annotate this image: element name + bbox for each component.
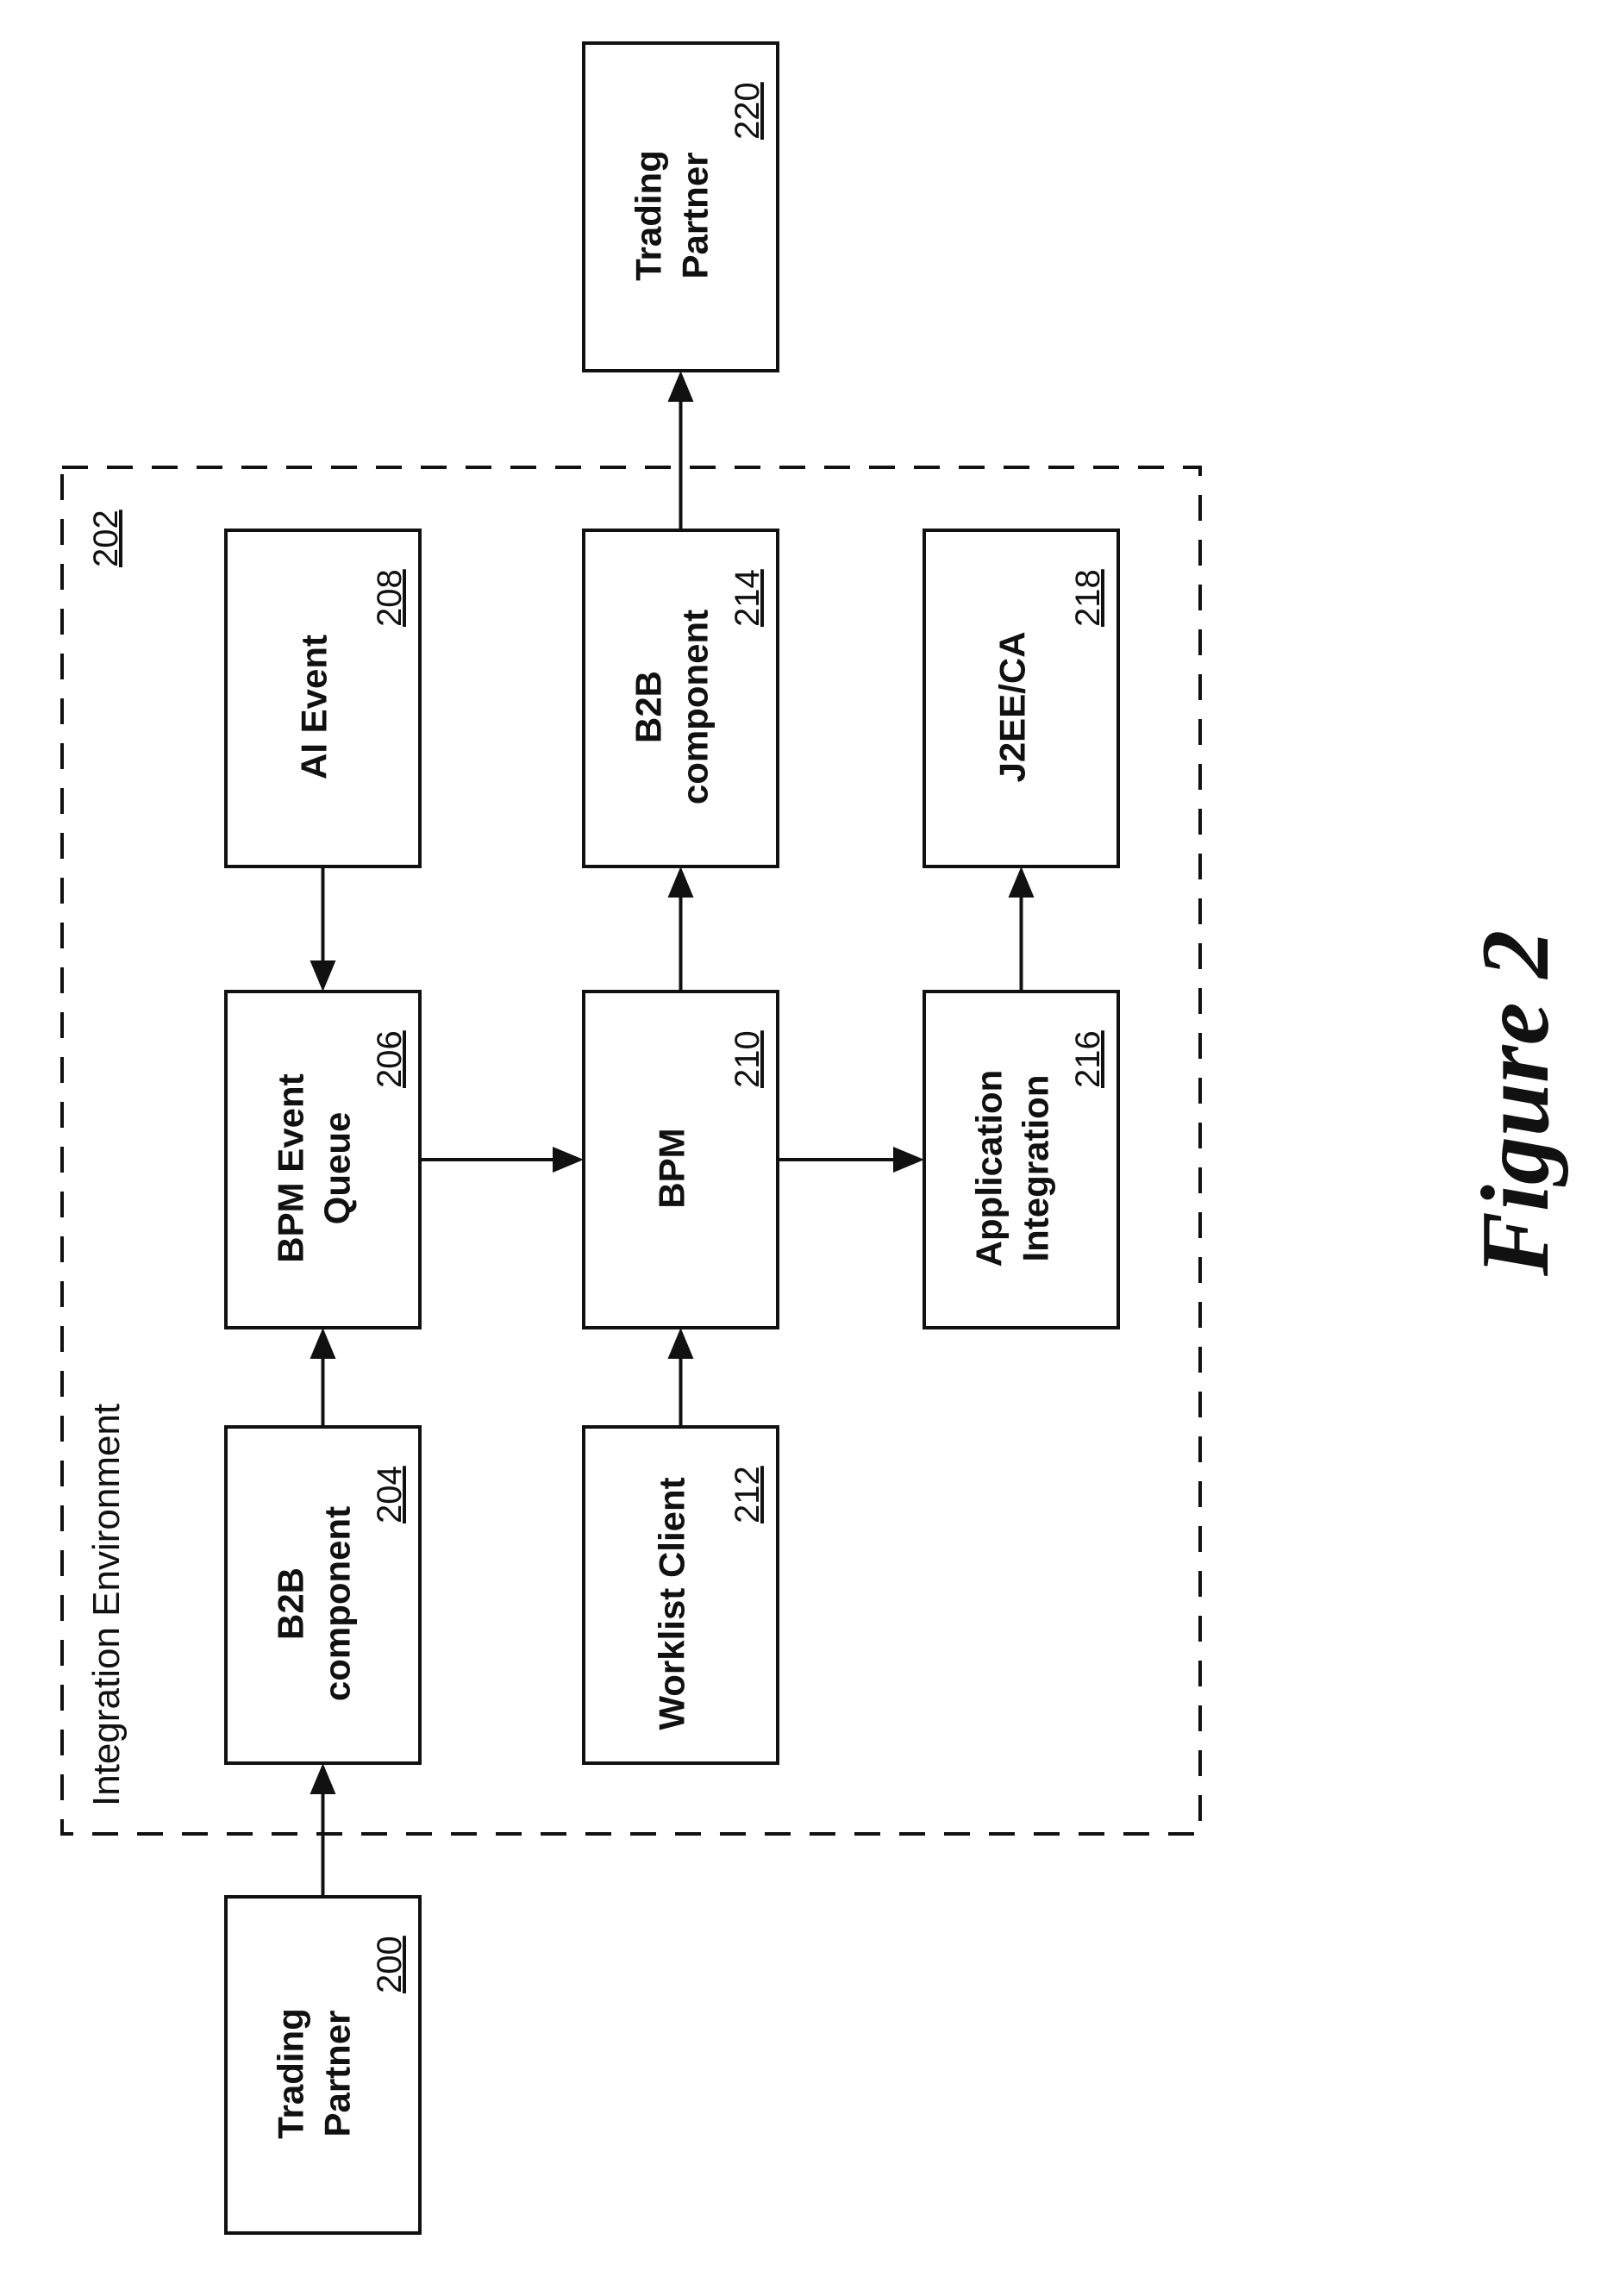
node-ai208: AI Event 208 [226,530,420,866]
arrowhead [1009,866,1035,898]
node-label-line: B2B [271,1567,311,1640]
node-ref-number: 216 [1069,1030,1107,1088]
node-ref-number: 210 [729,1030,766,1088]
node-tp200: TradingPartner 200 [226,1897,420,2233]
node-b2b204: B2Bcomponent 204 [226,1427,420,1763]
node-tp220: TradingPartner 220 [584,43,778,371]
node-label-line: Application [969,1070,1010,1267]
node-label-line: BPM [652,1128,692,1208]
arrowhead [893,1147,924,1173]
node-ref-number: 214 [729,569,766,627]
arrowhead [310,1763,336,1794]
node-bpmq206: BPM EventQueue 206 [226,992,420,1328]
node-ref-number: 204 [371,1466,409,1523]
arrowhead [553,1147,584,1173]
node-label-line: Integration [1016,1075,1056,1262]
node-label-line: component [317,1506,358,1701]
node-label-line: AI Event [294,635,335,779]
environment-ref-number: 202 [87,510,125,567]
arrowhead [310,960,336,992]
node-ref-number: 212 [729,1466,766,1523]
node-wl212: Worklist Client 212 [584,1427,778,1763]
node-ref-number: 208 [371,569,409,627]
node-label-line: B2B [629,671,669,743]
nodes-layer: TradingPartner200B2Bcomponent204BPM Even… [226,43,1118,2233]
node-label-line: J2EE/CA [992,631,1033,782]
figure-caption: Figure 2 [1462,930,1569,1277]
node-label-line: BPM Event [271,1073,311,1262]
integration-environment-label: Integration Environment [85,1404,128,1806]
node-bpm210: BPM 210 [584,992,778,1328]
node-j2ee218: J2EE/CA 218 [924,530,1118,866]
node-ref-number: 218 [1069,569,1107,627]
node-ref-number: 200 [371,1936,409,1993]
arrowhead [668,866,694,898]
node-label-line: Trading [629,150,669,281]
node-b2b214: B2Bcomponent 214 [584,530,778,866]
node-ref-number: 206 [371,1030,409,1088]
node-label-line: Queue [317,1112,358,1225]
node-label-line: Partner [317,2010,358,2136]
node-label-line: Partner [675,152,716,278]
arrowhead [668,1328,694,1359]
node-label-line: Trading [271,2008,311,2139]
node-label-line: Worklist Client [652,1477,692,1730]
node-label-line: component [675,610,716,804]
arrowhead [668,371,694,402]
node-ref-number: 220 [729,82,766,140]
arrowhead [310,1328,336,1359]
node-app216: ApplicationIntegration 216 [924,992,1118,1328]
